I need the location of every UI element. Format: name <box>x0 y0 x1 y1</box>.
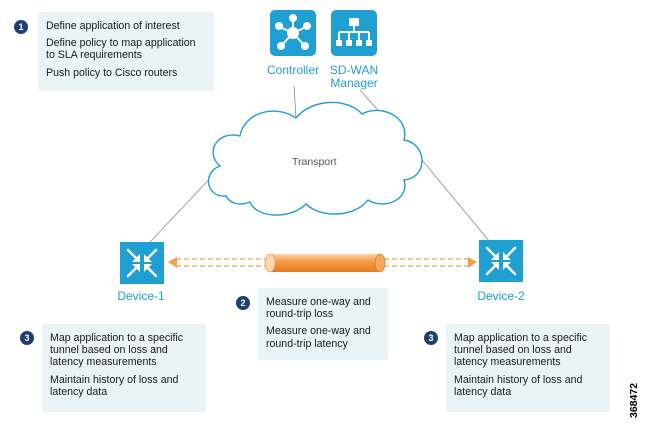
device2-label: Device-2 <box>477 289 525 303</box>
step3-left-box: Map application to a specific tunnel bas… <box>42 324 206 412</box>
step1-line-3: Push policy to Cisco routers <box>46 66 178 79</box>
step3-right-line-2: Maintain history of loss and latency dat… <box>454 373 583 398</box>
arrow-head-right <box>468 257 477 268</box>
step2-badge: 2 <box>236 296 250 310</box>
step1-line-2: Define policy to map application to SLA … <box>46 37 196 62</box>
device1-router-icon <box>120 242 164 284</box>
device2-cloud-connector <box>421 159 491 243</box>
manager-label: SD-WAN Manager <box>329 63 379 90</box>
device2-router-icon <box>479 240 523 282</box>
step3-right-badge: 3 <box>424 331 438 345</box>
manager-tree-icon <box>331 10 377 56</box>
figure-id: 368472 <box>628 382 640 418</box>
controller-hub-icon <box>270 10 316 56</box>
step1-line-1: Define application of interest <box>46 20 180 32</box>
step1-badge: 1 <box>14 20 28 34</box>
controller-cloud-connector <box>293 85 297 119</box>
transport-label: Transport <box>292 156 337 168</box>
controller-label: Controller <box>266 63 320 77</box>
step3-left-badge: 3 <box>20 331 34 345</box>
step1-box: Define application of interest Define po… <box>38 12 214 91</box>
step3-right-line-1: Map application to a specific tunnel bas… <box>454 332 588 369</box>
step3-left-line-1: Map application to a specific tunnel bas… <box>50 332 184 369</box>
step2-line-1: Measure one-way and round-trip loss <box>266 296 371 321</box>
step2-line-2: Measure one-way and round-trip latency <box>266 325 371 350</box>
device1-label: Device-1 <box>117 289 165 303</box>
step3-left-line-2: Maintain history of loss and latency dat… <box>50 373 179 398</box>
device1-cloud-connector <box>149 169 219 243</box>
step3-right-box: Map application to a specific tunnel bas… <box>446 324 610 412</box>
arrow-head-left <box>168 257 177 268</box>
step2-box: Measure one-way and round-trip loss Meas… <box>258 288 388 360</box>
transport-cloud <box>207 101 423 216</box>
tunnel-pipe <box>264 253 386 273</box>
